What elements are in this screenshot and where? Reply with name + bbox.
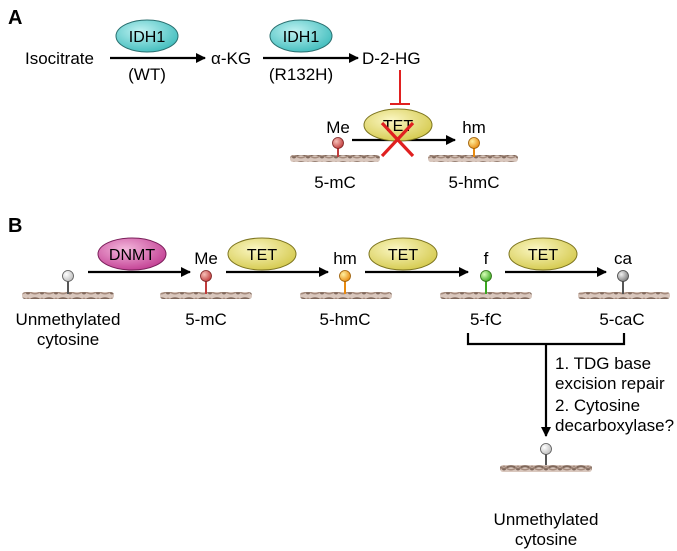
idh1-mutant-enzyme: IDH1 — [269, 19, 333, 53]
ca-mark-label-b: ca — [614, 249, 633, 268]
dna-strand-icon — [290, 155, 380, 162]
idh1-mutant-label: IDH1 — [283, 29, 320, 46]
d2hg-label: D-2-HG — [362, 49, 421, 68]
dna-strand-icon — [578, 292, 670, 299]
conversion-bracket — [466, 333, 626, 437]
five-mc-label-a: 5-mC — [314, 173, 356, 192]
idh1-mutant-sublabel: (R132H) — [269, 65, 333, 84]
dna-strand-icon — [440, 292, 532, 299]
inhibition-bar-icon — [390, 70, 410, 105]
hm-mark-label: hm — [462, 118, 486, 137]
lollipop-pin-icon — [200, 270, 212, 294]
dna-strand-icon — [160, 292, 252, 299]
idh1-wt-label: IDH1 — [129, 29, 166, 46]
hm-mark-label-b: hm — [333, 249, 357, 268]
tet-label-b1: TET — [247, 247, 277, 264]
five-hmc-label-b: 5-hmC — [319, 310, 370, 329]
lollipop-pin-icon — [468, 137, 480, 157]
tet-enzyme-b3: TET — [508, 237, 578, 271]
dnmt-label: DNMT — [109, 247, 155, 264]
step1-line2: excision repair — [555, 374, 665, 393]
five-mc-label-b: 5-mC — [185, 310, 227, 329]
unmethylated-label-final: Unmethylated — [494, 510, 599, 529]
lollipop-pin-icon — [617, 270, 629, 294]
isocitrate-label: Isocitrate — [25, 49, 94, 68]
dna-strand-icon — [500, 465, 592, 472]
tet-enzyme-a: TET — [363, 108, 433, 142]
me-mark-label: Me — [326, 118, 350, 137]
f-mark-label-b: f — [484, 249, 489, 268]
cytosine-label-final: cytosine — [515, 530, 577, 549]
dna-strand-icon — [428, 155, 518, 162]
step2-line2: decarboxylase? — [555, 416, 674, 435]
five-cac-label-b: 5-caC — [599, 310, 644, 329]
step1-line1: 1. TDG base — [555, 354, 651, 373]
lollipop-pin-icon — [540, 443, 552, 467]
tet-enzyme-b1: TET — [227, 237, 297, 271]
dna-strand-icon — [300, 292, 392, 299]
panel-b-letter: B — [8, 215, 22, 237]
lollipop-pin-icon — [332, 137, 344, 157]
dnmt-enzyme: DNMT — [97, 237, 167, 271]
five-hmc-label-a: 5-hmC — [448, 173, 499, 192]
lollipop-pin-icon — [480, 270, 492, 294]
step2-line1: 2. Cytosine — [555, 396, 640, 415]
me-mark-label-b: Me — [194, 249, 218, 268]
panel-a-letter: A — [8, 7, 22, 29]
cytosine-label-1: cytosine — [37, 330, 99, 349]
dna-strand-icon — [22, 292, 114, 299]
tet-enzyme-b2: TET — [368, 237, 438, 271]
tet-label-b3: TET — [528, 247, 558, 264]
five-fc-label-b: 5-fC — [470, 310, 502, 329]
unmethylated-label-1: Unmethylated — [16, 310, 121, 329]
tet-label-b2: TET — [388, 247, 418, 264]
lollipop-pin-icon — [62, 270, 74, 294]
idh1-wt-sublabel: (WT) — [128, 65, 166, 84]
idh1-wt-enzyme: IDH1 — [115, 19, 179, 53]
alpha-kg-label: α-KG — [211, 49, 251, 68]
lollipop-pin-icon — [339, 270, 351, 294]
red-x-icon — [380, 121, 415, 158]
